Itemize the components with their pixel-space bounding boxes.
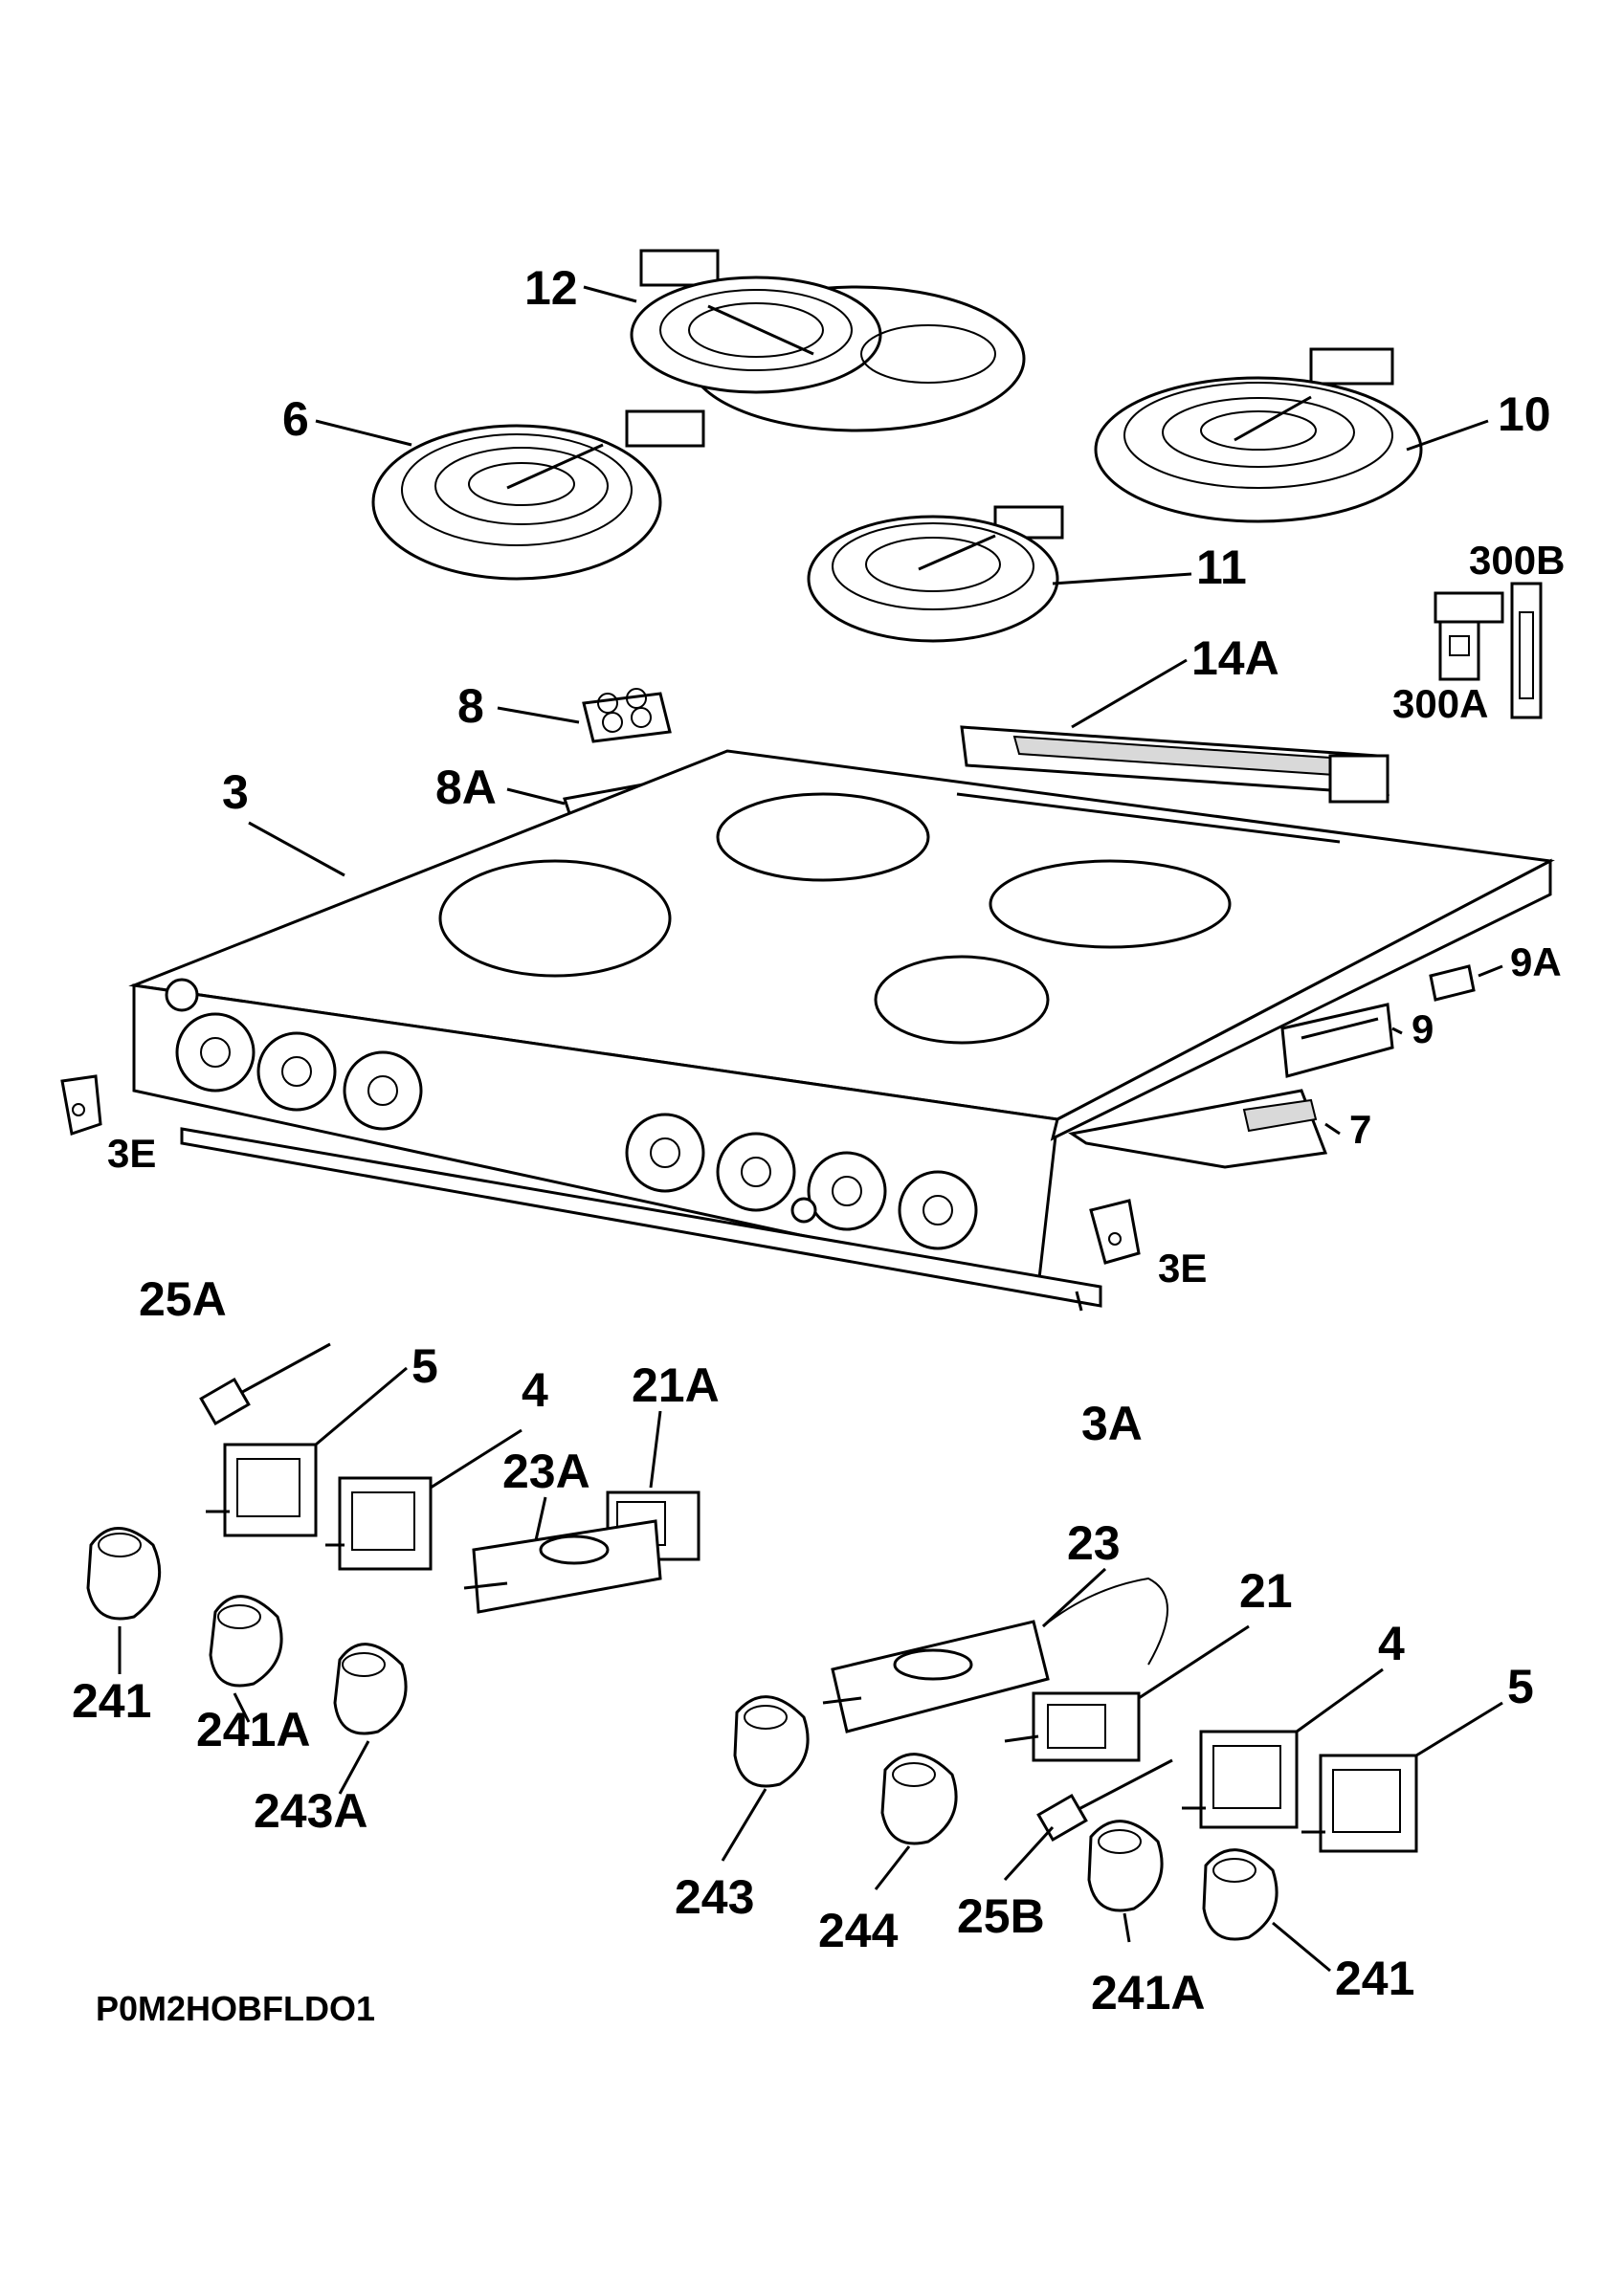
label-12: 12 — [524, 261, 578, 315]
label-3A: 3A — [1081, 1397, 1143, 1450]
label-25A: 25A — [139, 1272, 227, 1326]
knob-243[interactable] — [733, 1695, 810, 1788]
label-3E-right: 3E — [1158, 1246, 1207, 1291]
knob-241-right[interactable] — [1202, 1848, 1278, 1941]
bracket-7[interactable] — [1068, 1089, 1328, 1169]
label-9: 9 — [1412, 1006, 1434, 1051]
label-241-right: 241 — [1335, 1952, 1414, 2005]
bracket-300B[interactable] — [1510, 582, 1543, 719]
label-7: 7 — [1349, 1107, 1371, 1152]
label-241-left: 241 — [72, 1674, 151, 1728]
bracket-300A[interactable] — [1434, 591, 1504, 681]
label-11: 11 — [1196, 541, 1247, 594]
label-5-right: 5 — [1507, 1660, 1534, 1713]
switch-5-left[interactable] — [206, 1443, 318, 1537]
label-23A: 23A — [502, 1445, 590, 1498]
label-8A: 8A — [435, 761, 497, 814]
switch-5-right[interactable] — [1301, 1754, 1418, 1853]
indicator-lamp-25A[interactable] — [199, 1342, 331, 1426]
label-241A-left: 241A — [196, 1703, 311, 1756]
knob-241-left[interactable] — [86, 1527, 162, 1621]
heating-element-10[interactable] — [1094, 347, 1423, 523]
heating-element-11[interactable] — [807, 505, 1064, 643]
energy-regulator-21[interactable] — [1004, 1691, 1141, 1762]
trim-strip-3A[interactable] — [180, 1127, 1102, 1308]
label-300A: 300A — [1392, 681, 1488, 726]
label-5-left: 5 — [411, 1339, 438, 1393]
label-241A-right: 241A — [1091, 1966, 1206, 2020]
label-4-right: 4 — [1378, 1617, 1405, 1670]
label-10: 10 — [1498, 387, 1551, 441]
label-21A: 21A — [632, 1358, 720, 1412]
switch-4-right[interactable] — [1182, 1730, 1299, 1829]
label-4-left: 4 — [522, 1363, 548, 1417]
control-panel-knob-holes — [175, 1012, 978, 1250]
label-243: 243 — [675, 1870, 754, 1924]
switch-4-left[interactable] — [325, 1476, 433, 1571]
clip-9A[interactable] — [1429, 964, 1476, 1002]
bracket-3E-right[interactable] — [1089, 1199, 1141, 1265]
label-14A: 14A — [1191, 631, 1279, 685]
leader-lines — [118, 285, 1503, 1973]
knob-241A-right[interactable] — [1087, 1820, 1164, 1912]
terminal-strip-14A[interactable] — [960, 725, 1390, 804]
label-3: 3 — [222, 765, 249, 819]
bracket-3E-left[interactable] — [60, 1074, 102, 1136]
connector-block-8[interactable] — [582, 688, 672, 743]
label-25B: 25B — [957, 1889, 1045, 1943]
label-3E-left: 3E — [107, 1131, 156, 1176]
knob-241A-left[interactable] — [209, 1595, 283, 1688]
label-6: 6 — [282, 392, 309, 446]
thermostat-23A[interactable] — [463, 1519, 662, 1614]
label-243A: 243A — [254, 1784, 368, 1838]
heating-element-6[interactable] — [371, 409, 705, 581]
heating-element-12[interactable] — [630, 249, 1026, 432]
diagram-code: P0M2HOBFLDO1 — [96, 1989, 375, 2028]
label-244: 244 — [818, 1904, 899, 1957]
knob-244[interactable] — [880, 1753, 958, 1845]
label-21: 21 — [1239, 1564, 1293, 1618]
label-8: 8 — [457, 679, 484, 733]
knob-243A[interactable] — [333, 1643, 408, 1735]
label-300B: 300B — [1469, 538, 1565, 583]
label-23: 23 — [1067, 1516, 1121, 1570]
label-9A: 9A — [1510, 939, 1562, 984]
thermostat-23[interactable] — [822, 1577, 1168, 1733]
bracket-9[interactable] — [1280, 1003, 1394, 1078]
